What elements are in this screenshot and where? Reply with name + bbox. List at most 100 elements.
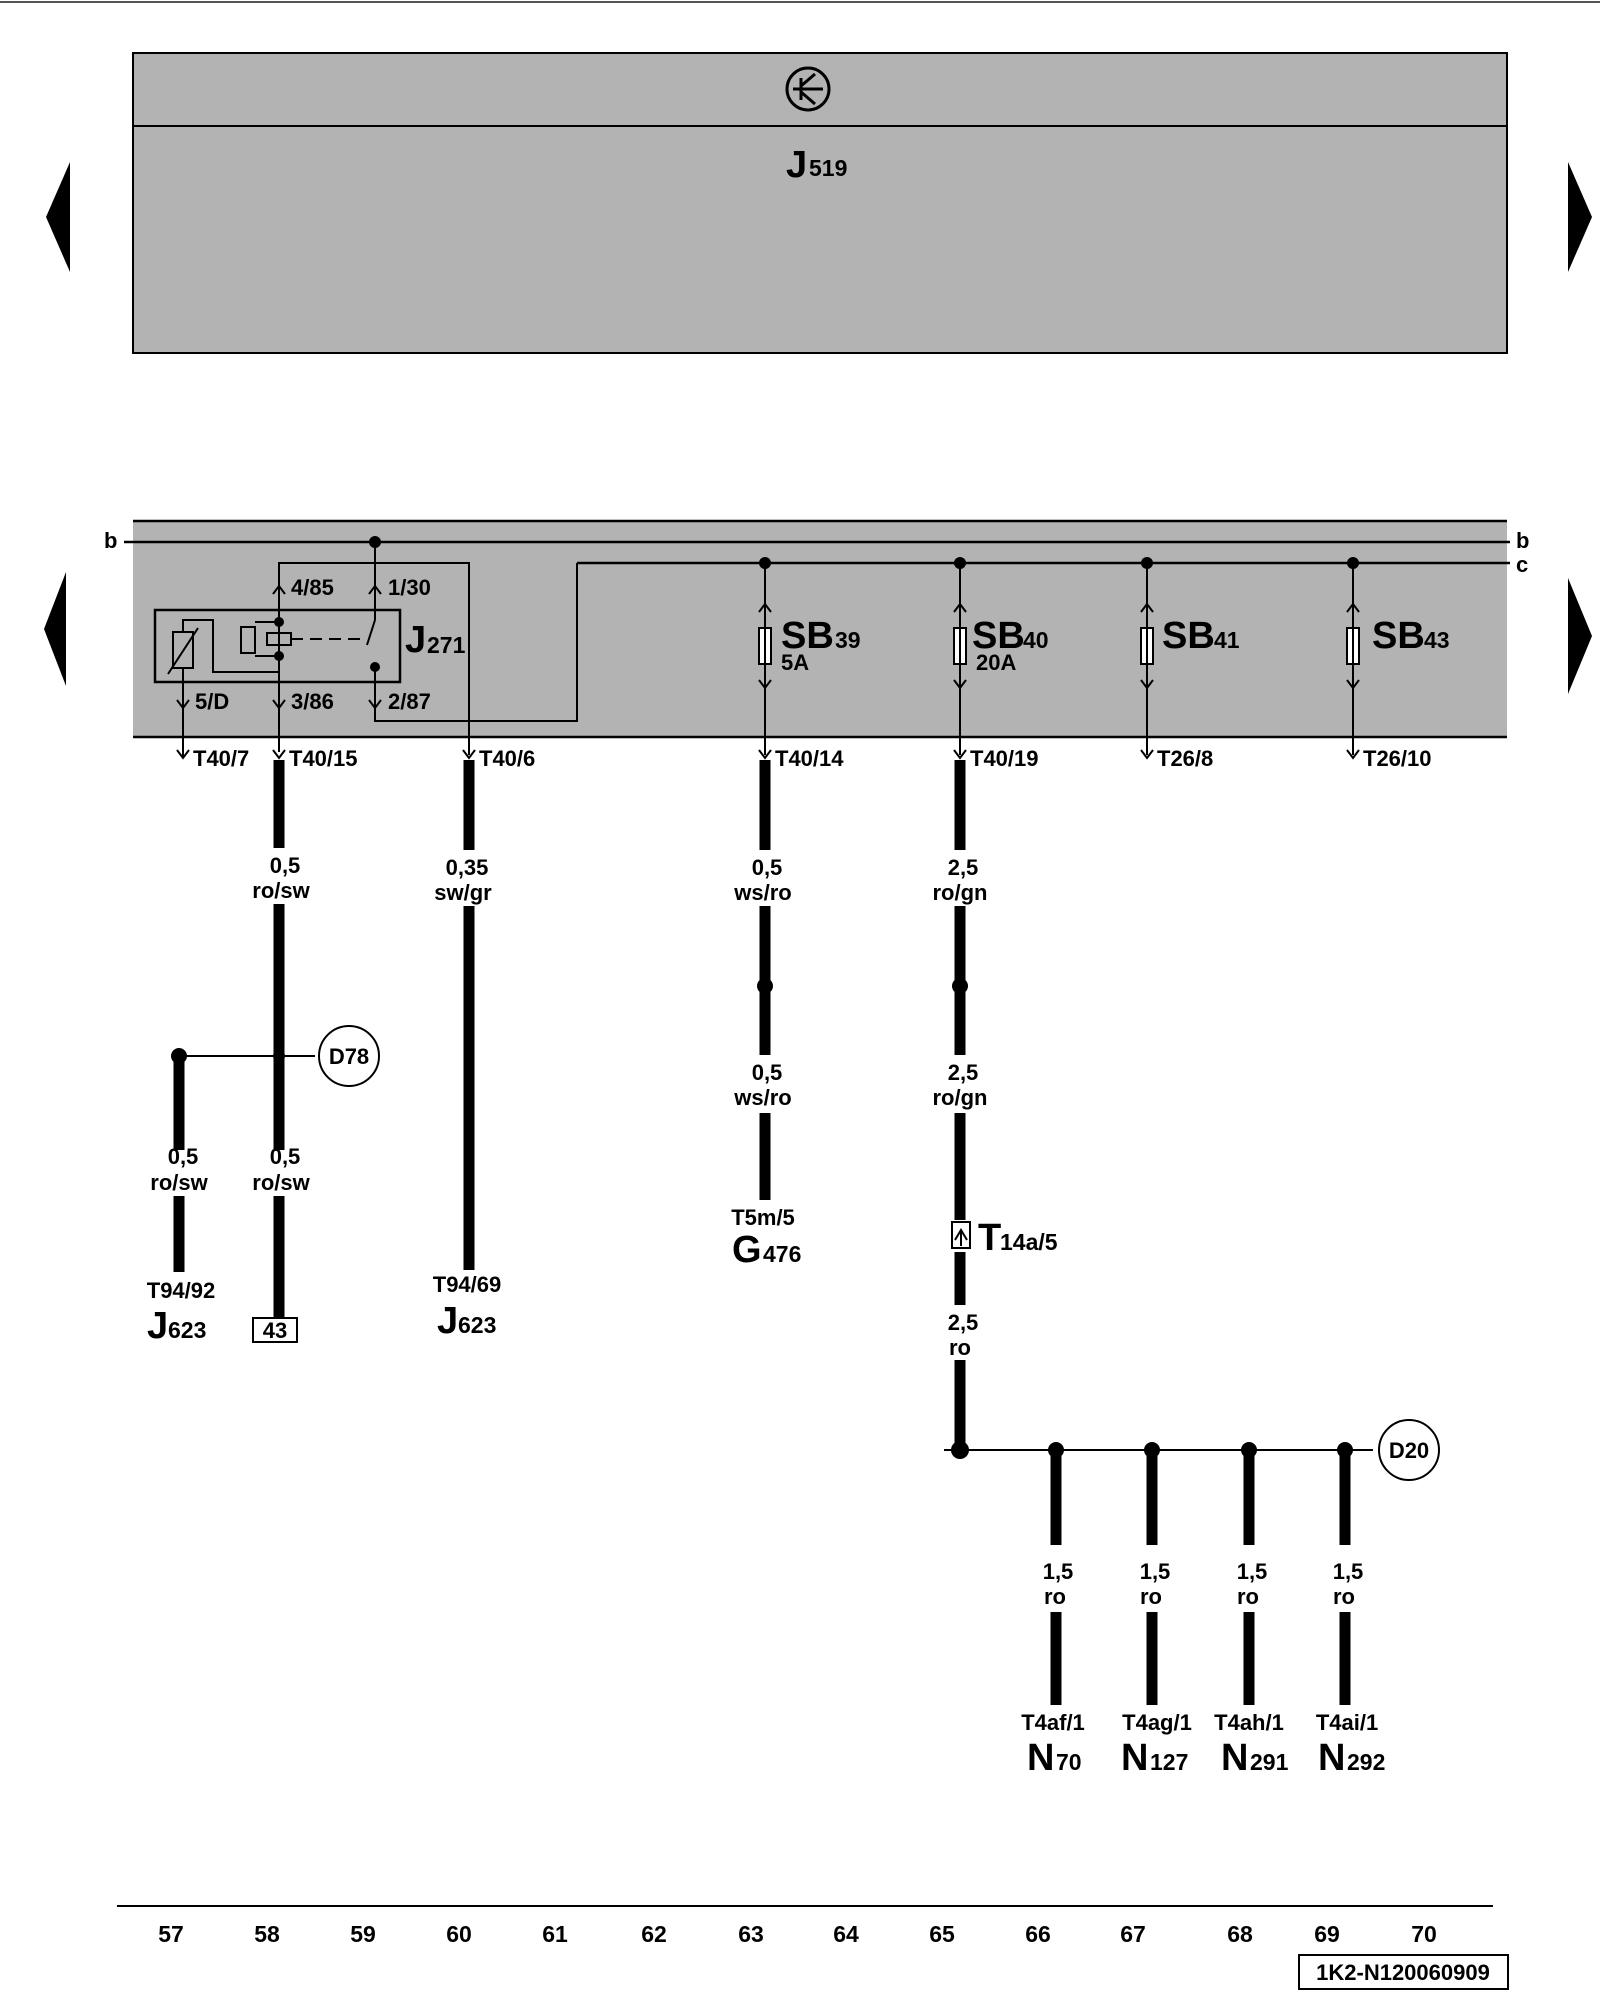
inline-connector-t14a-5: T 14a/5 xyxy=(951,1217,1058,1259)
column-number: 69 xyxy=(1314,1921,1340,1947)
wire-size: 1,5 xyxy=(1140,1559,1171,1584)
control-unit-sub: 519 xyxy=(809,155,847,181)
rail-c-label: c xyxy=(1516,552,1528,577)
fuse-sb40-rating: 20A xyxy=(976,650,1016,675)
wire-color: ro xyxy=(1333,1584,1355,1609)
connector-t40-7: T40/7 xyxy=(193,746,249,771)
inline-connector-code: T xyxy=(978,1217,1001,1259)
relay-pin-1-30: 1/30 xyxy=(388,575,431,600)
component-n70: T4af/1 N 70 xyxy=(1021,1710,1085,1779)
component-sub: 291 xyxy=(1250,1749,1289,1775)
connector-t26-10: T26/10 xyxy=(1363,746,1432,771)
component-pin: T4ag/1 xyxy=(1122,1710,1192,1735)
ground-reference-label: 43 xyxy=(263,1318,287,1343)
component-sub: 623 xyxy=(458,1312,496,1338)
component-n127: T4ag/1 N 127 xyxy=(1121,1710,1192,1779)
splice-d20-label: D20 xyxy=(1389,1438,1429,1463)
component-sub: 476 xyxy=(763,1241,801,1267)
wire-size: 0,35 xyxy=(446,855,489,880)
wire-color: ro/sw xyxy=(252,1170,310,1195)
next-page-arrow-top[interactable] xyxy=(1568,162,1592,272)
component-n291: T4ah/1 N 291 xyxy=(1214,1710,1288,1779)
relay-pin-5-d: 5/D xyxy=(195,689,229,714)
wire-color: ws/ro xyxy=(733,1085,791,1110)
wire-size: 1,5 xyxy=(1237,1559,1268,1584)
fuse-sb40: SB 40 20A xyxy=(953,557,1049,755)
fuse-sb41-code: SB xyxy=(1162,615,1215,657)
wire-size: 1,5 xyxy=(1333,1559,1364,1584)
connector-t40-15: T40/15 xyxy=(289,746,358,771)
splice-d20: D20 xyxy=(944,1419,1440,1481)
prev-page-arrow-bottom[interactable] xyxy=(44,572,66,686)
document-id: 1K2-N120060909 xyxy=(1298,1954,1509,1990)
wire-size: 0,5 xyxy=(752,855,783,880)
component-pin: T5m/5 xyxy=(731,1205,795,1230)
wire-color: ro xyxy=(949,1335,971,1360)
fuse-sb43-sub: 43 xyxy=(1424,627,1450,653)
column-number: 66 xyxy=(1025,1921,1051,1947)
ground-reference-43: 43 xyxy=(252,1317,298,1343)
wire-color: ro xyxy=(1044,1584,1066,1609)
column-number: 62 xyxy=(641,1921,667,1947)
prev-page-arrow-top[interactable] xyxy=(46,162,70,272)
document-id-label: 1K2-N120060909 xyxy=(1316,1960,1490,1985)
component-code: J xyxy=(147,1305,168,1347)
column-number: 65 xyxy=(929,1921,955,1947)
column-number: 64 xyxy=(833,1921,859,1947)
column-number: 70 xyxy=(1411,1921,1437,1947)
component-sub: 70 xyxy=(1056,1749,1082,1775)
component-j623-b: T94/69 J 623 xyxy=(433,1272,502,1342)
wire-segments xyxy=(173,760,1351,1705)
component-j623-a: T94/92 J 623 xyxy=(147,1278,216,1347)
wire-size: 0,5 xyxy=(168,1144,199,1169)
rail-b-label-right: b xyxy=(1516,528,1529,553)
wire-color: ro/sw xyxy=(150,1170,208,1195)
wire-size: 2,5 xyxy=(948,1060,979,1085)
component-code: N xyxy=(1318,1737,1345,1779)
component-sub: 292 xyxy=(1347,1749,1385,1775)
next-page-arrow-bottom[interactable] xyxy=(1568,578,1592,694)
wire-size: 2,5 xyxy=(948,1310,979,1335)
fuse-sb39-code: SB xyxy=(781,615,834,657)
component-pin: T4ah/1 xyxy=(1214,1710,1284,1735)
wire-color: ro xyxy=(1237,1584,1259,1609)
fuse-sb39-sub: 39 xyxy=(835,627,861,653)
relay-code: J xyxy=(405,619,426,661)
inline-connector-sub: 14a/5 xyxy=(1000,1229,1058,1255)
wire-color: ro/gn xyxy=(933,1085,988,1110)
column-number: 58 xyxy=(254,1921,280,1947)
wire-color: ro/gn xyxy=(933,880,988,905)
wire-color: ro xyxy=(1140,1584,1162,1609)
splice-d78-label: D78 xyxy=(329,1044,369,1069)
splice-d78: D78 xyxy=(171,1025,380,1087)
component-sub: 127 xyxy=(1150,1749,1188,1775)
wire-size: 2,5 xyxy=(948,855,979,880)
wire-size: 0,5 xyxy=(270,1144,301,1169)
connector-t40-19: T40/19 xyxy=(970,746,1039,771)
fuse-relay-box xyxy=(133,519,1507,739)
connector-t40-6: T40/6 xyxy=(479,746,535,771)
component-pin: T4ai/1 xyxy=(1316,1710,1378,1735)
fuse-sb41-sub: 41 xyxy=(1214,627,1240,653)
relay-pin-3-86: 3/86 xyxy=(291,689,334,714)
wire-size: 0,5 xyxy=(270,853,301,878)
fuse-sb43-code: SB xyxy=(1372,615,1425,657)
component-pin: T94/92 xyxy=(147,1278,216,1303)
relay-pin-2-87: 2/87 xyxy=(388,689,431,714)
component-code: N xyxy=(1221,1737,1248,1779)
column-number: 63 xyxy=(738,1921,764,1947)
component-code: N xyxy=(1121,1737,1148,1779)
fuse-sb39: SB 39 5A xyxy=(758,557,861,755)
fuse-sb40-sub: 40 xyxy=(1023,627,1049,653)
column-number: 68 xyxy=(1227,1921,1253,1947)
wire-color: sw/gr xyxy=(434,880,492,905)
control-unit-j519: J 519 xyxy=(132,52,1508,354)
relay-pin-4-85: 4/85 xyxy=(291,575,334,600)
column-number: 61 xyxy=(542,1921,568,1947)
rail-b-label-left: b xyxy=(104,528,117,553)
wire-size: 1,5 xyxy=(1043,1559,1074,1584)
component-code: N xyxy=(1027,1737,1054,1779)
relay-sub: 271 xyxy=(427,632,466,658)
wire-size: 0,5 xyxy=(752,1060,783,1085)
